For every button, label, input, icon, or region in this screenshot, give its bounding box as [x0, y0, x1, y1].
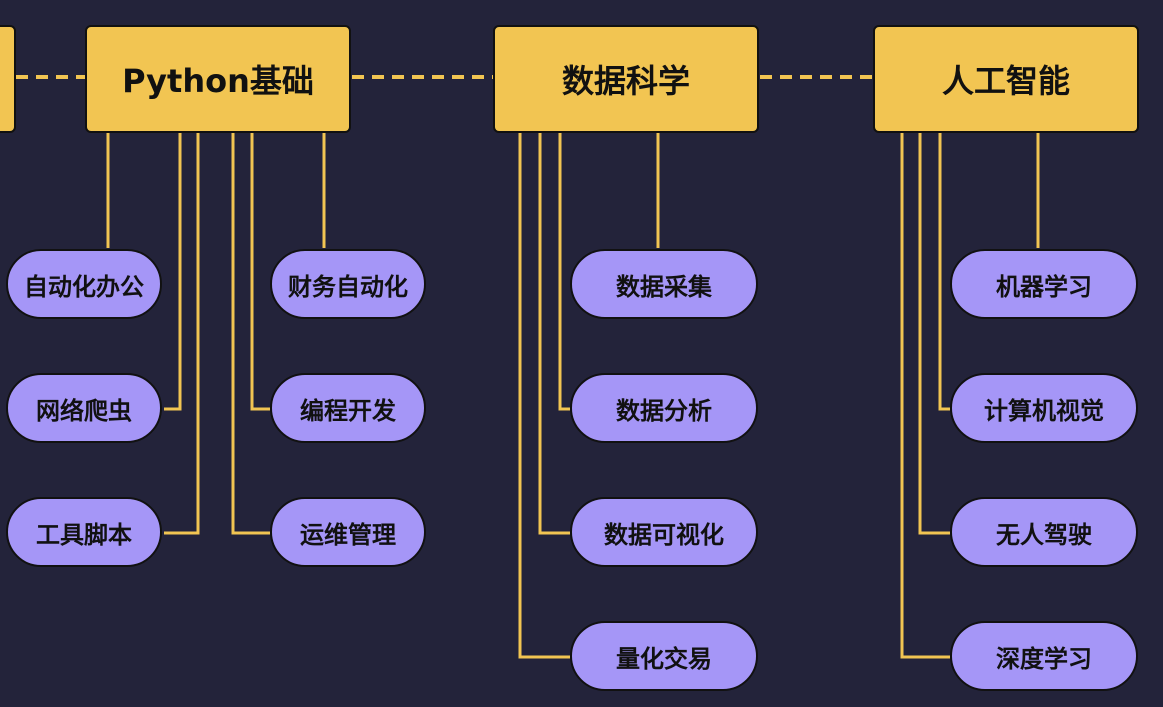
topic-automation-office: 自动化办公 — [6, 249, 162, 319]
topic-data-visualization: 数据可视化 — [570, 497, 758, 567]
wire-data-analysis — [558, 133, 570, 411]
wire-deep-learning — [900, 133, 950, 659]
wire-computer-vision — [938, 133, 950, 411]
topic-autonomous-driving: 无人驾驶 — [950, 497, 1138, 567]
wire-quant-trading — [518, 133, 570, 659]
topic-programming: 编程开发 — [270, 373, 426, 443]
wire-data-visualization — [538, 133, 570, 535]
wire-programming — [250, 133, 270, 411]
category-box-ai: 人工智能 — [873, 25, 1139, 133]
topic-quant-trading: 量化交易 — [570, 621, 758, 691]
wire-autonomous-driving — [918, 133, 950, 535]
topic-data-collection: 数据采集 — [570, 249, 758, 319]
wire-ops — [231, 133, 270, 535]
topic-machine-learning: 机器学习 — [950, 249, 1138, 319]
category-box-data-science: 数据科学 — [493, 25, 759, 133]
category-box-partial — [0, 25, 16, 133]
wire-tool-scripts — [164, 133, 200, 535]
topic-data-analysis: 数据分析 — [570, 373, 758, 443]
topic-web-crawler: 网络爬虫 — [6, 373, 162, 443]
topic-ops: 运维管理 — [270, 497, 426, 567]
wire-web-crawler — [164, 133, 182, 411]
topic-tool-scripts: 工具脚本 — [6, 497, 162, 567]
category-box-python-basics: Python基础 — [85, 25, 351, 133]
topic-finance-automation: 财务自动化 — [270, 249, 426, 319]
topic-deep-learning: 深度学习 — [950, 621, 1138, 691]
topic-computer-vision: 计算机视觉 — [950, 373, 1138, 443]
